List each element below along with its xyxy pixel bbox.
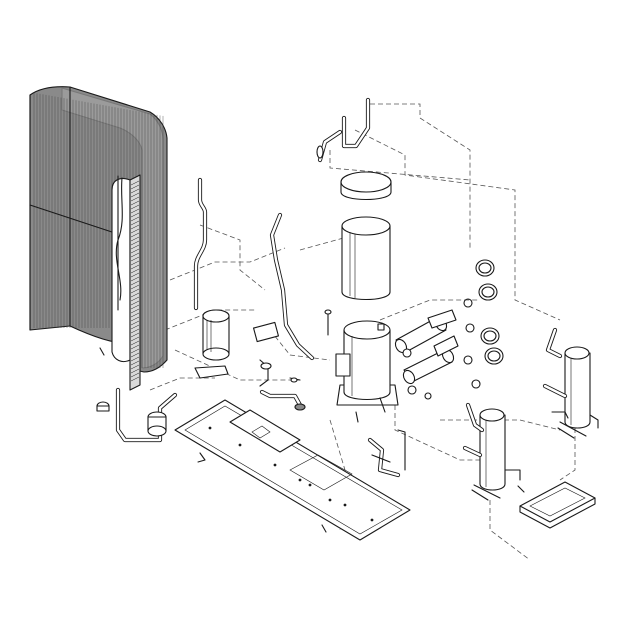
service-valve: [253, 212, 315, 411]
upper-tubing: [316, 97, 371, 163]
filter-drier: [96, 347, 178, 443]
base-pan: [174, 399, 411, 541]
pipe-left: [193, 177, 208, 311]
reversing-valve: [367, 429, 406, 478]
compressor: [324, 309, 399, 423]
suction-fittings: [394, 309, 459, 400]
inner-coil-section: [111, 174, 141, 391]
condenser-coil: [29, 86, 168, 373]
o-rings: [463, 259, 504, 389]
refrigerant-tank-right: [542, 327, 599, 439]
compressor-shell: [341, 216, 391, 300]
mounting-bracket: [519, 481, 596, 529]
refrigerant-tank-left: [462, 402, 525, 501]
accumulator: [194, 309, 230, 379]
compressor-lid: [340, 171, 392, 200]
